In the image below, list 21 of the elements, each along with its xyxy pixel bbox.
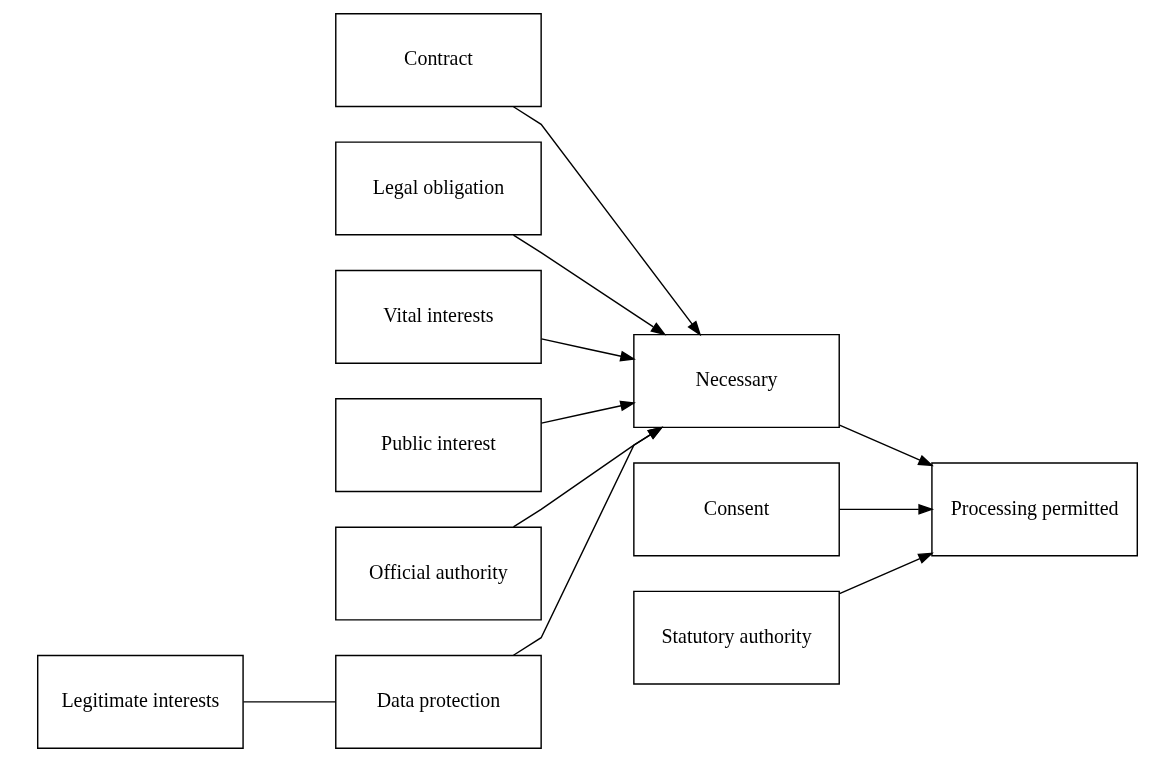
arrow	[512, 426, 664, 656]
node-box: Public interest	[335, 398, 542, 493]
connector	[242, 701, 337, 703]
arrow	[540, 400, 636, 424]
arrow	[540, 338, 636, 362]
arrow	[838, 503, 935, 515]
node-box: Statutory authority	[633, 590, 840, 685]
node-box: Legitimate interests	[37, 654, 244, 749]
node-box: Necessary	[633, 333, 840, 429]
node-box: Vital interests	[335, 269, 542, 364]
arrow	[512, 234, 667, 336]
arrow	[512, 106, 702, 337]
arrow	[838, 552, 934, 595]
arrow	[838, 424, 934, 467]
node-box: Processing permitted	[931, 462, 1138, 557]
node-box: Contract	[335, 13, 542, 108]
arrow	[512, 426, 664, 528]
node-box: Official authority	[335, 526, 542, 621]
node-box: Data protection	[335, 654, 542, 749]
node-box: Legal obligation	[335, 141, 542, 236]
node-box: Consent	[633, 462, 840, 557]
